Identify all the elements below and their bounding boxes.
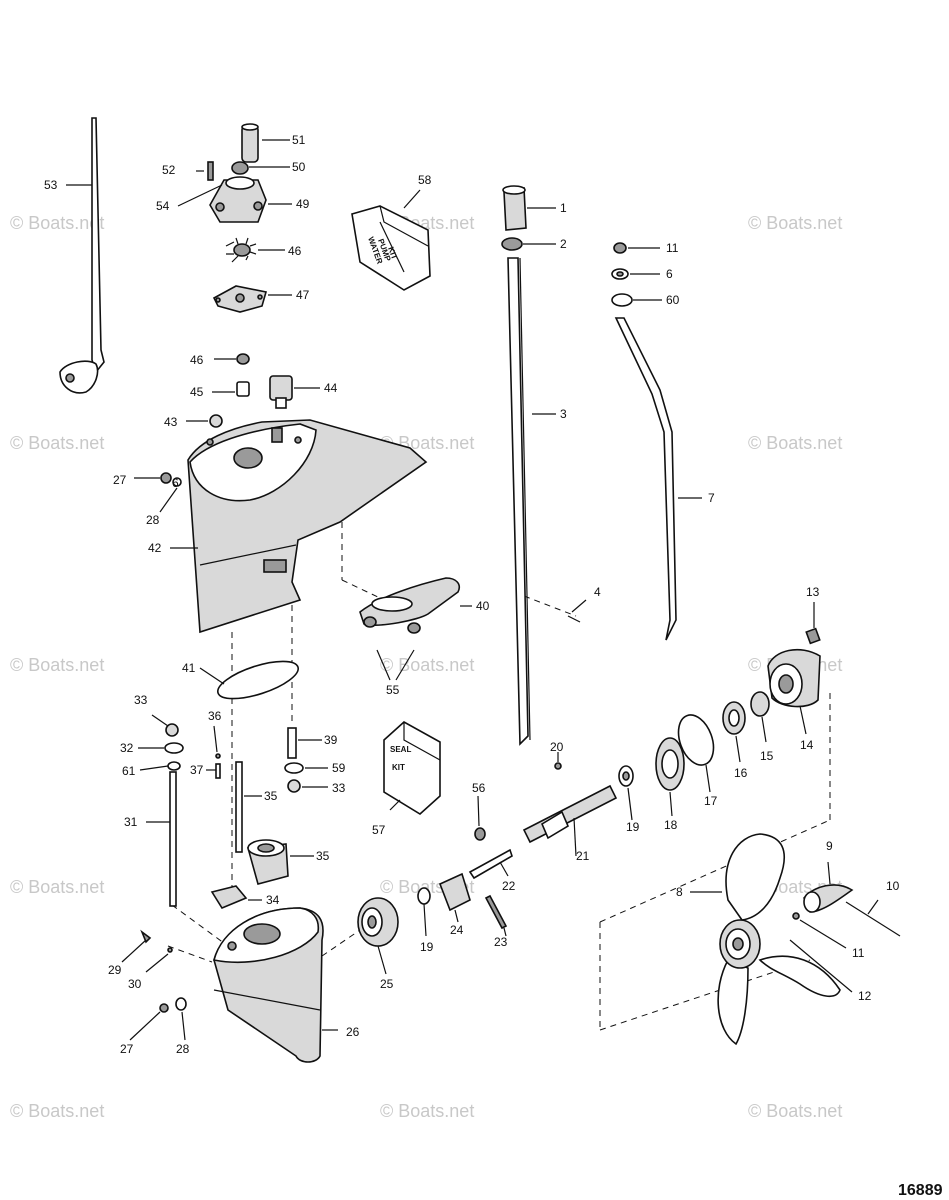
kit-text: SEAL [390,745,411,754]
callout-50: 50 [292,160,306,174]
part-41-gasket [199,660,299,700]
callout-3: 3 [560,407,567,421]
callout-2: 2 [560,237,567,251]
callout-12: 12 [858,989,872,1003]
callout-4: 4 [594,585,601,599]
callout-36: 36 [208,709,222,723]
callout-20: 20 [550,740,564,754]
part-40-bracket [359,577,472,681]
part-shift-rod-right [611,242,702,641]
callout-33: 33 [332,781,346,795]
part-lower-left-hardware [138,714,328,909]
part-seal-kit: SEAL KIT [383,721,441,815]
callout-6: 6 [666,267,673,281]
part-water-pump-kit: WATER PUMP KIT [351,189,431,291]
kit-text: KIT [386,246,399,261]
part-water-pump [177,123,320,428]
callout-13: 13 [806,585,820,599]
callout-49: 49 [296,197,310,211]
part-propeller [690,833,901,1046]
callout-34: 34 [266,893,280,907]
callout-46: 46 [190,353,204,367]
watermark: © Boats.net [10,655,104,675]
kit-text: KIT [392,763,405,772]
callout-11: 11 [852,946,865,960]
callout-61: 61 [122,764,136,778]
callout-19: 19 [420,940,434,954]
callout-24: 24 [450,923,464,937]
callout-35: 35 [316,849,330,863]
callout-44: 44 [324,381,338,395]
callout-25: 25 [380,977,394,991]
callout-27: 27 [120,1042,134,1056]
callout-41: 41 [182,661,196,675]
callout-26: 26 [346,1025,360,1039]
callout-60: 60 [666,293,680,307]
callout-53: 53 [44,178,58,192]
callout-18: 18 [664,818,678,832]
watermark: © Boats.net [10,213,104,233]
watermark: © Boats.net [380,1101,474,1121]
watermark: © Boats.net [748,433,842,453]
callout-21: 21 [576,849,590,863]
callout-33: 33 [134,693,148,707]
callout-46: 46 [288,244,302,258]
callout-17: 17 [704,794,718,808]
callout-27: 27 [113,473,127,487]
callout-7: 7 [708,491,715,505]
callout-51: 51 [292,133,306,147]
callout-54: 54 [156,199,170,213]
callout-28: 28 [176,1042,190,1056]
callout-16: 16 [734,766,748,780]
callout-14: 14 [800,738,814,752]
callout-30: 30 [128,977,142,991]
callout-6: 6 [172,476,179,490]
part-propshaft [522,602,821,857]
callout-22: 22 [502,879,516,893]
callout-52: 52 [162,163,176,177]
callout-31: 31 [124,815,138,829]
callout-11: 11 [666,241,679,255]
callout-15: 15 [760,749,774,763]
document-number: 16889 [898,1182,943,1199]
part-shift-rod [59,117,105,394]
callout-28: 28 [146,513,160,527]
callout-40: 40 [476,599,490,613]
watermark: © Boats.net [10,1101,104,1121]
watermark: © Boats.net [10,877,104,897]
callout-56: 56 [472,781,486,795]
watermark: © Boats.net [10,433,104,453]
callout-10: 10 [886,879,900,893]
watermark: © Boats.net [380,655,474,675]
part-gears-lower [357,795,513,975]
part-driveshaft-housing [134,419,428,634]
callout-47: 47 [296,288,310,302]
callout-45: 45 [190,385,204,399]
callout-57: 57 [372,823,386,837]
callout-labels: 1 2 3 4 6 6 7 8 9 10 11 11 12 13 14 15 1… [44,133,900,1056]
callout-58: 58 [418,173,432,187]
callout-39: 39 [324,733,338,747]
callout-8: 8 [676,885,683,899]
callout-1: 1 [560,201,567,215]
callout-37: 37 [190,763,204,777]
callout-32: 32 [120,741,134,755]
callout-55: 55 [386,683,400,697]
callout-43: 43 [164,415,178,429]
callout-9: 9 [826,839,833,853]
watermark: © Boats.net [748,1101,842,1121]
callout-35: 35 [264,789,278,803]
watermark: © Boats.net [748,213,842,233]
callout-59: 59 [332,761,346,775]
callout-23: 23 [494,935,508,949]
callout-42: 42 [148,541,162,555]
part-driveshaft [501,185,587,746]
part-gear-housing [121,907,338,1063]
callout-29: 29 [108,963,122,977]
callout-19: 19 [626,820,640,834]
